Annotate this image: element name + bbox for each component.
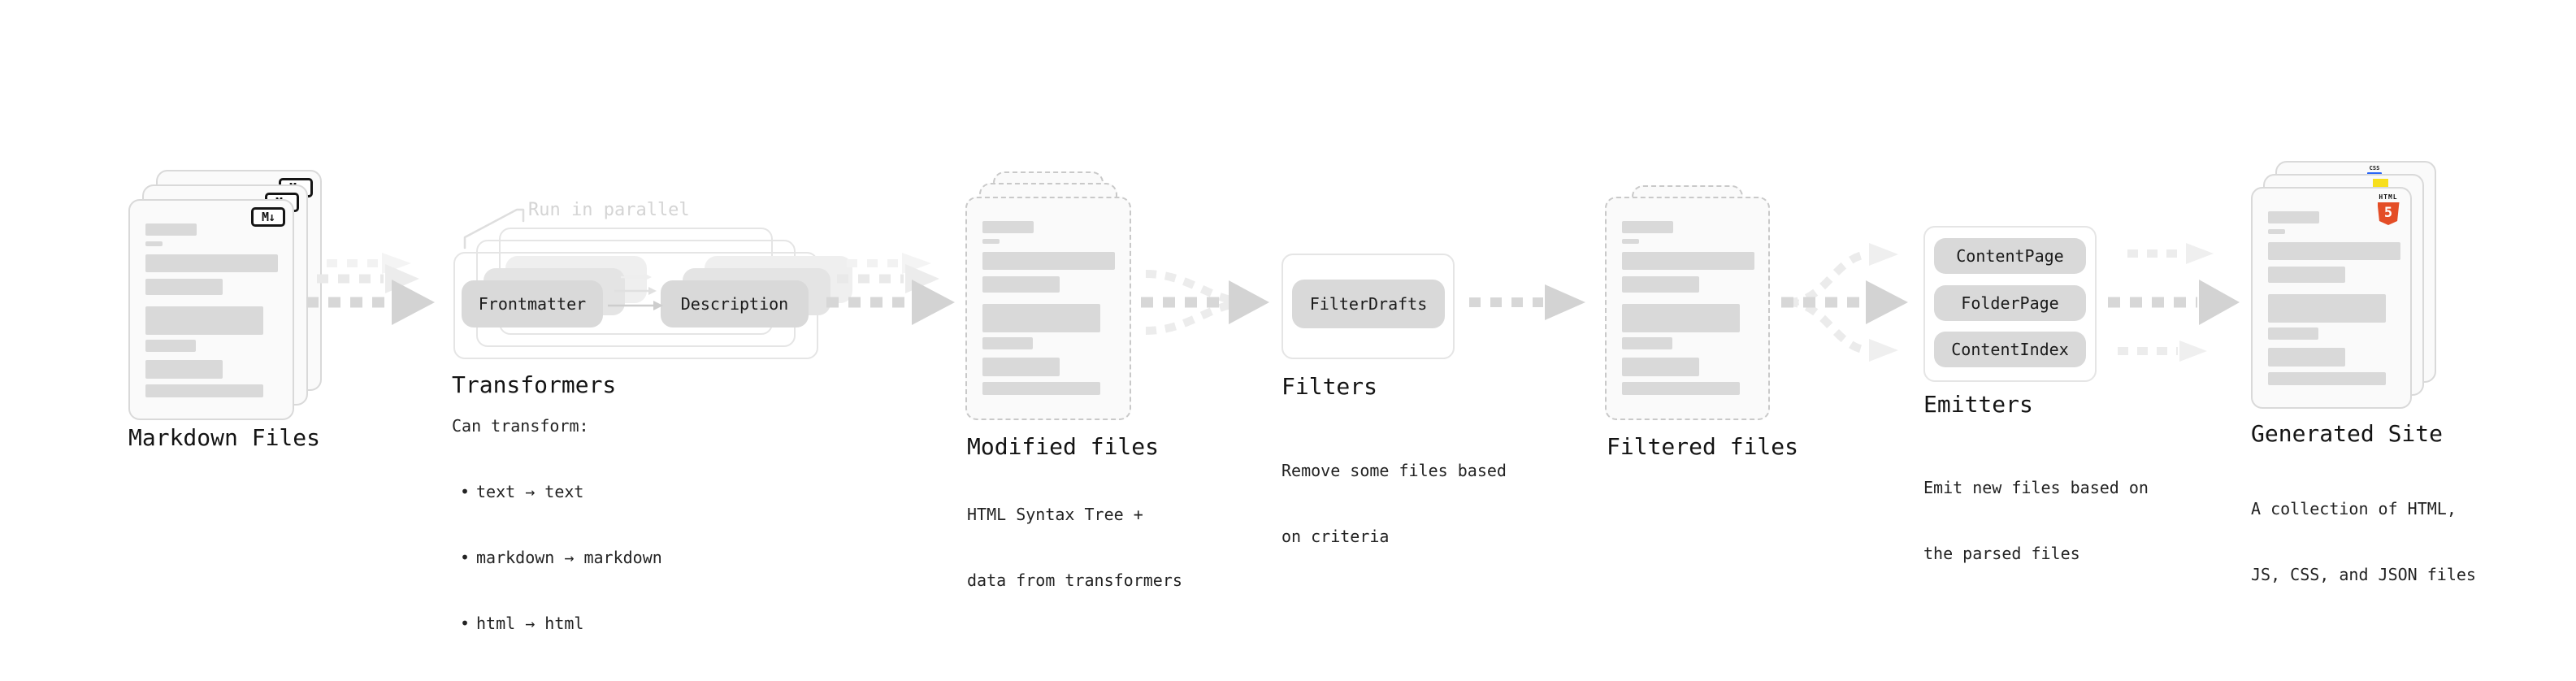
desc-line: on criteria [1281, 527, 1390, 546]
css-icon-label: CSS [2369, 165, 2380, 171]
skeleton-bar [2268, 267, 2345, 283]
bullet-text: markdown → markdown [476, 548, 662, 567]
skeleton-bar [982, 276, 1060, 293]
desc-line: data from transformers [967, 570, 1182, 590]
skeleton-bar [145, 223, 197, 236]
folderpage-pill: FolderPage [1934, 285, 2086, 321]
skeleton-bar [2268, 242, 2400, 260]
bullet-item: • markdown → markdown [453, 547, 662, 569]
desc-line: HTML Syntax Tree + [967, 505, 1143, 524]
skeleton-bar [2268, 372, 2386, 385]
flow-arrow-markdown-to-transformers [306, 253, 435, 325]
doc-skeleton [2268, 211, 2400, 385]
html5-icon-shield: 5 [2377, 202, 2400, 225]
bullet-item: • html → html [453, 613, 662, 635]
transformers-title: Transformers [452, 371, 617, 398]
filterdrafts-pill: FilterDrafts [1292, 280, 1445, 328]
frontmatter-pill: Frontmatter [462, 280, 603, 327]
html5-icon-word: HTML [2379, 193, 2398, 201]
markdown-files-title: Markdown Files [128, 424, 321, 451]
skeleton-bar [1622, 304, 1740, 332]
emitters-frame [1923, 226, 2097, 382]
modified-files-title: Modified files [967, 433, 1160, 460]
skeleton-bar [2268, 229, 2285, 234]
filters-title: Filters [1281, 373, 1378, 400]
generated-doc-front: HTML 5 [2251, 187, 2412, 409]
skeleton-bar [982, 382, 1100, 395]
skeleton-bar [2268, 327, 2318, 340]
emitters-title: Emitters [1923, 391, 2033, 418]
contentpage-pill: ContentPage [1934, 238, 2086, 274]
filters-frame [1281, 254, 1455, 359]
skeleton-bar [982, 304, 1100, 332]
markdown-icon: M↓ [251, 207, 285, 227]
skeleton-bar [1622, 239, 1639, 244]
skeleton-bar [145, 340, 196, 352]
skeleton-bar [145, 241, 163, 246]
skeleton-bar [1622, 252, 1754, 270]
skeleton-bar [2268, 294, 2386, 323]
doc-skeleton [982, 221, 1118, 395]
bullet-text: text → text [476, 482, 584, 501]
skeleton-bar [145, 279, 223, 295]
skeleton-bar [1622, 358, 1699, 376]
doc-skeleton [1622, 221, 1757, 395]
transformers-bullets: • text → text • markdown → markdown • html … [453, 437, 662, 679]
skeleton-bar [1622, 221, 1673, 233]
skeleton-bar [982, 221, 1034, 233]
desc-line: Remove some files based [1281, 461, 1507, 480]
skeleton-bar [2268, 348, 2345, 367]
flow-arrow-filters-to-filtered [1469, 284, 1585, 320]
filtered-doc-front [1605, 197, 1770, 420]
skeleton-bar [982, 252, 1115, 270]
skeleton-bar [982, 239, 1000, 244]
description-pill: Description [661, 280, 809, 327]
emitters-desc: Emit new files based on the parsed files [1923, 433, 2149, 609]
skeleton-bar [145, 254, 278, 272]
modified-doc-front [965, 197, 1131, 420]
skeleton-bar [1622, 276, 1699, 293]
filters-desc: Remove some files based on criteria [1281, 416, 1507, 592]
skeleton-bar [982, 337, 1033, 349]
bullet-glyph: • [459, 482, 471, 501]
bullet-glyph: • [459, 614, 471, 633]
skeleton-bar [145, 384, 263, 397]
skeleton-bar [145, 306, 263, 335]
markdown-icon-label: M↓ [261, 210, 275, 224]
skeleton-bar [1622, 382, 1740, 395]
skeleton-bar [2268, 211, 2319, 223]
filtered-files-title: Filtered files [1607, 433, 1799, 460]
generated-site-desc: A collection of HTML, JS, CSS, and JSON … [2251, 454, 2476, 630]
skeleton-bar [1622, 337, 1672, 349]
bullet-glyph: • [459, 548, 471, 567]
bullet-item: • text → text [453, 481, 662, 503]
desc-line: A collection of HTML, [2251, 499, 2457, 518]
skeleton-bar [145, 360, 223, 379]
markdown-doc-front: M↓ [128, 199, 294, 420]
flow-arrow-transformers-to-modified [826, 253, 955, 325]
skeleton-bar [982, 358, 1060, 376]
html5-icon: HTML 5 [2375, 193, 2401, 225]
flow-arrow-modified-to-filters [1141, 270, 1269, 335]
callout-leader-line [463, 208, 525, 249]
desc-line: the parsed files [1923, 544, 2080, 563]
doc-skeleton [145, 223, 281, 397]
desc-line: Emit new files based on [1923, 478, 2149, 497]
contentindex-pill: ContentIndex [1934, 332, 2086, 367]
desc-line: JS, CSS, and JSON files [2251, 565, 2476, 584]
generated-site-title: Generated Site [2251, 420, 2444, 447]
bullet-text: html → html [476, 614, 584, 633]
run-in-parallel-label: Run in parallel [528, 200, 690, 220]
transform-step-arrows [608, 273, 663, 310]
flow-arrow-emitters-to-generated [2108, 243, 2240, 362]
css-icon: CSS [2367, 165, 2382, 175]
transformers-desc-heading: Can transform: [452, 416, 589, 436]
css-icon-underline [2367, 172, 2382, 175]
modified-files-desc: HTML Syntax Tree + data from transformer… [967, 460, 1182, 635]
flow-arrow-filtered-to-emitters [1781, 243, 1908, 362]
